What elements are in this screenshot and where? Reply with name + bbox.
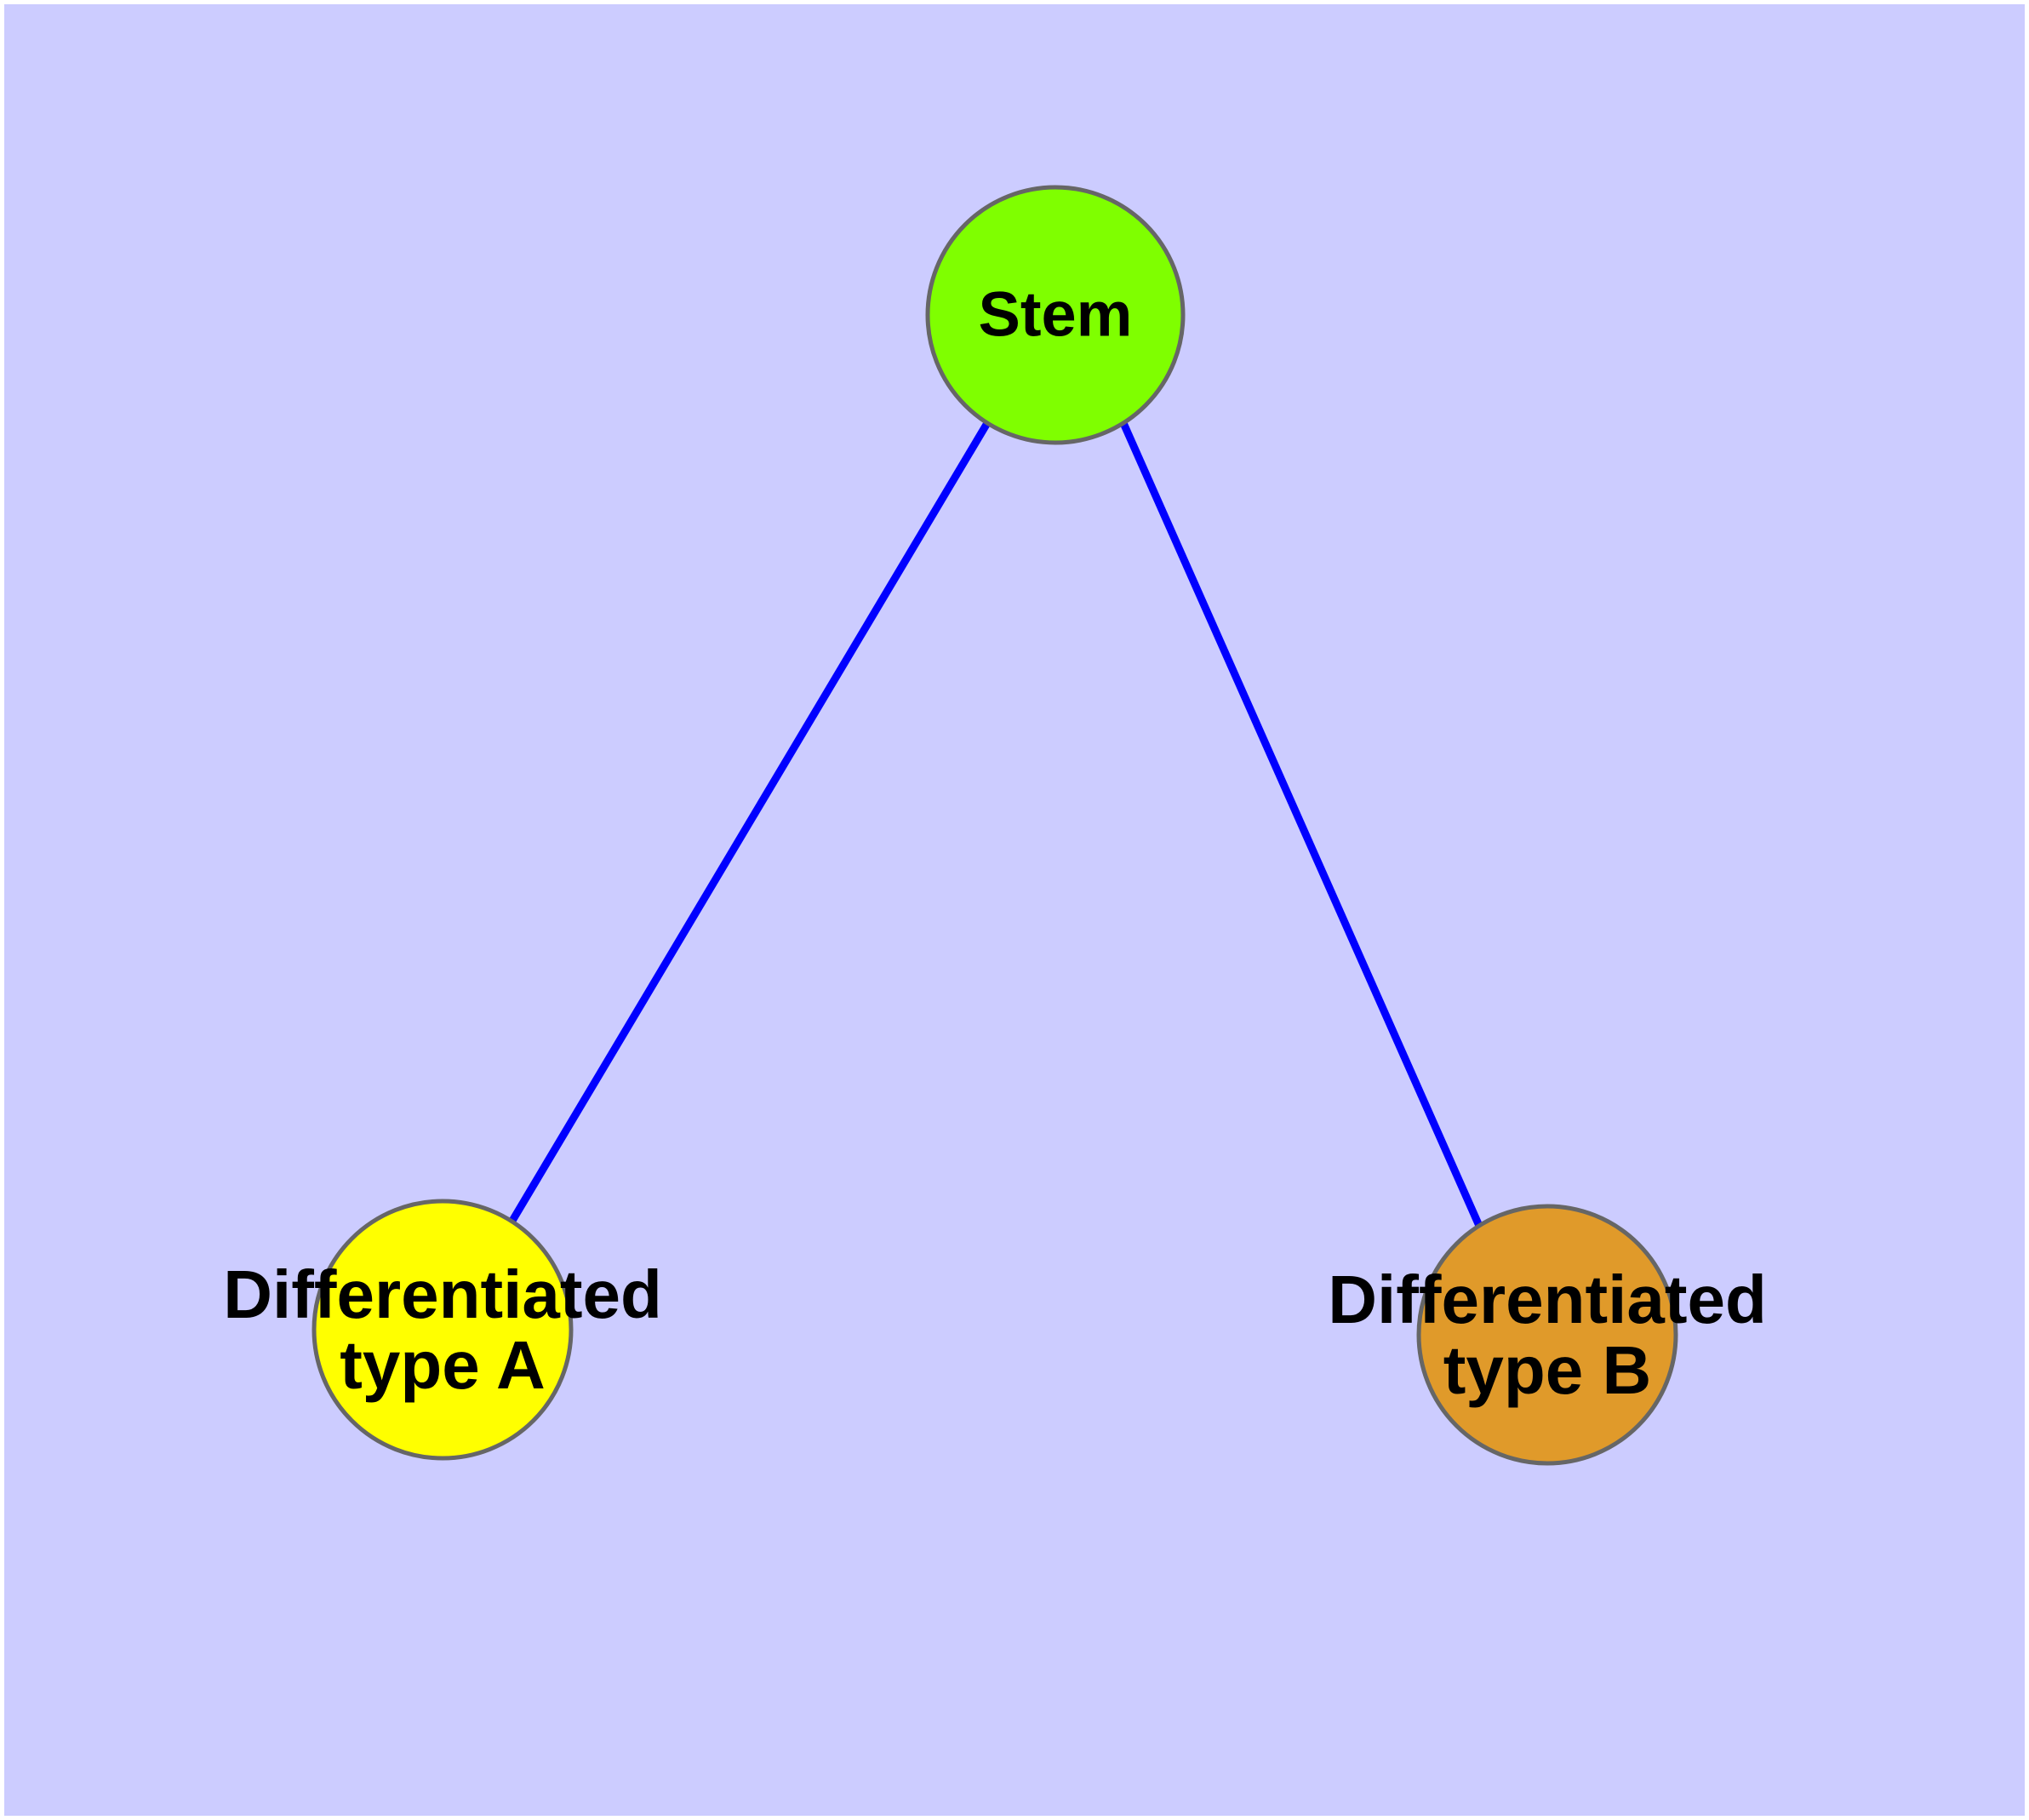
edge-layer <box>509 421 1483 1228</box>
edge-stem-to-differentiated-type-b <box>1119 421 1483 1228</box>
node-differentiated-type-b[interactable] <box>1416 1204 1678 1466</box>
node-layer <box>311 185 1678 1466</box>
node-differentiated-type-a[interactable] <box>311 1199 574 1461</box>
node-stem[interactable] <box>925 185 1186 445</box>
edge-stem-to-differentiated-type-a <box>509 421 991 1223</box>
